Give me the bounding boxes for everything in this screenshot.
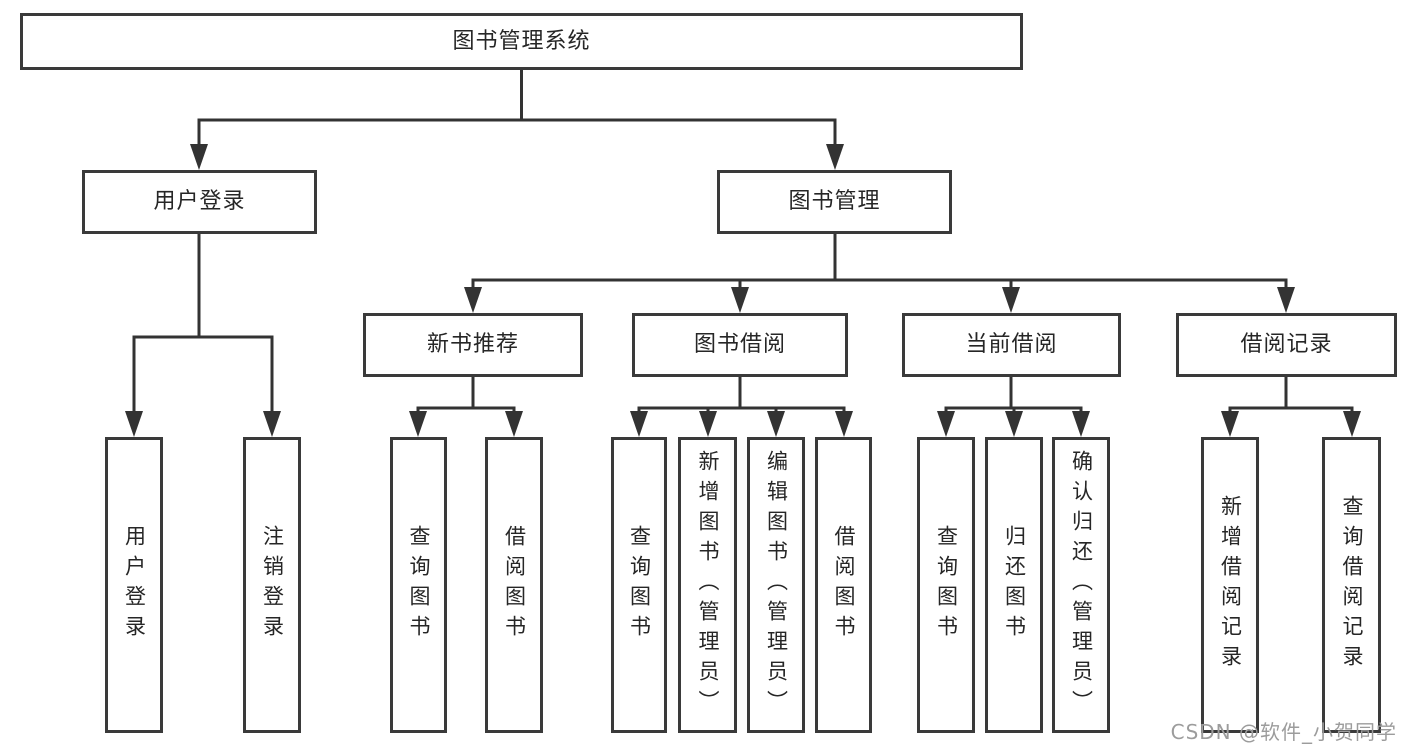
node-book-borrow: 图书借阅 [632, 313, 848, 377]
leaf-add-borrow-record: 新增借阅记录 [1201, 437, 1259, 733]
leaf-add-book-admin: 新增图书（管理员） [678, 437, 737, 733]
leaf-logout: 注销登录 [243, 437, 301, 733]
node-book-management: 图书管理 [717, 170, 952, 234]
leaf-query-book-current: 查询图书 [917, 437, 975, 733]
arrowheads [125, 144, 1361, 437]
leaf-borrow-book: 借阅图书 [815, 437, 872, 733]
leaf-borrow-book-recommend: 借阅图书 [485, 437, 543, 733]
leaf-edit-book-admin: 编辑图书（管理员） [747, 437, 805, 733]
node-user-login: 用户登录 [82, 170, 317, 234]
leaf-user-login: 用户登录 [105, 437, 163, 733]
node-borrow-record: 借阅记录 [1176, 313, 1397, 377]
leaf-confirm-return-admin: 确认归还（管理员） [1052, 437, 1110, 733]
leaf-return-book: 归还图书 [985, 437, 1043, 733]
node-current-borrow: 当前借阅 [902, 313, 1121, 377]
leaf-query-book-recommend: 查询图书 [390, 437, 447, 733]
connector-shafts [132, 68, 1354, 415]
node-root-system: 图书管理系统 [20, 13, 1023, 70]
csdn-watermark: CSDN @软件_小贺同学 [1170, 720, 1397, 744]
node-new-book-recommend: 新书推荐 [363, 313, 583, 377]
leaf-query-borrow-record: 查询借阅记录 [1322, 437, 1381, 733]
leaf-query-book-borrow: 查询图书 [611, 437, 667, 733]
